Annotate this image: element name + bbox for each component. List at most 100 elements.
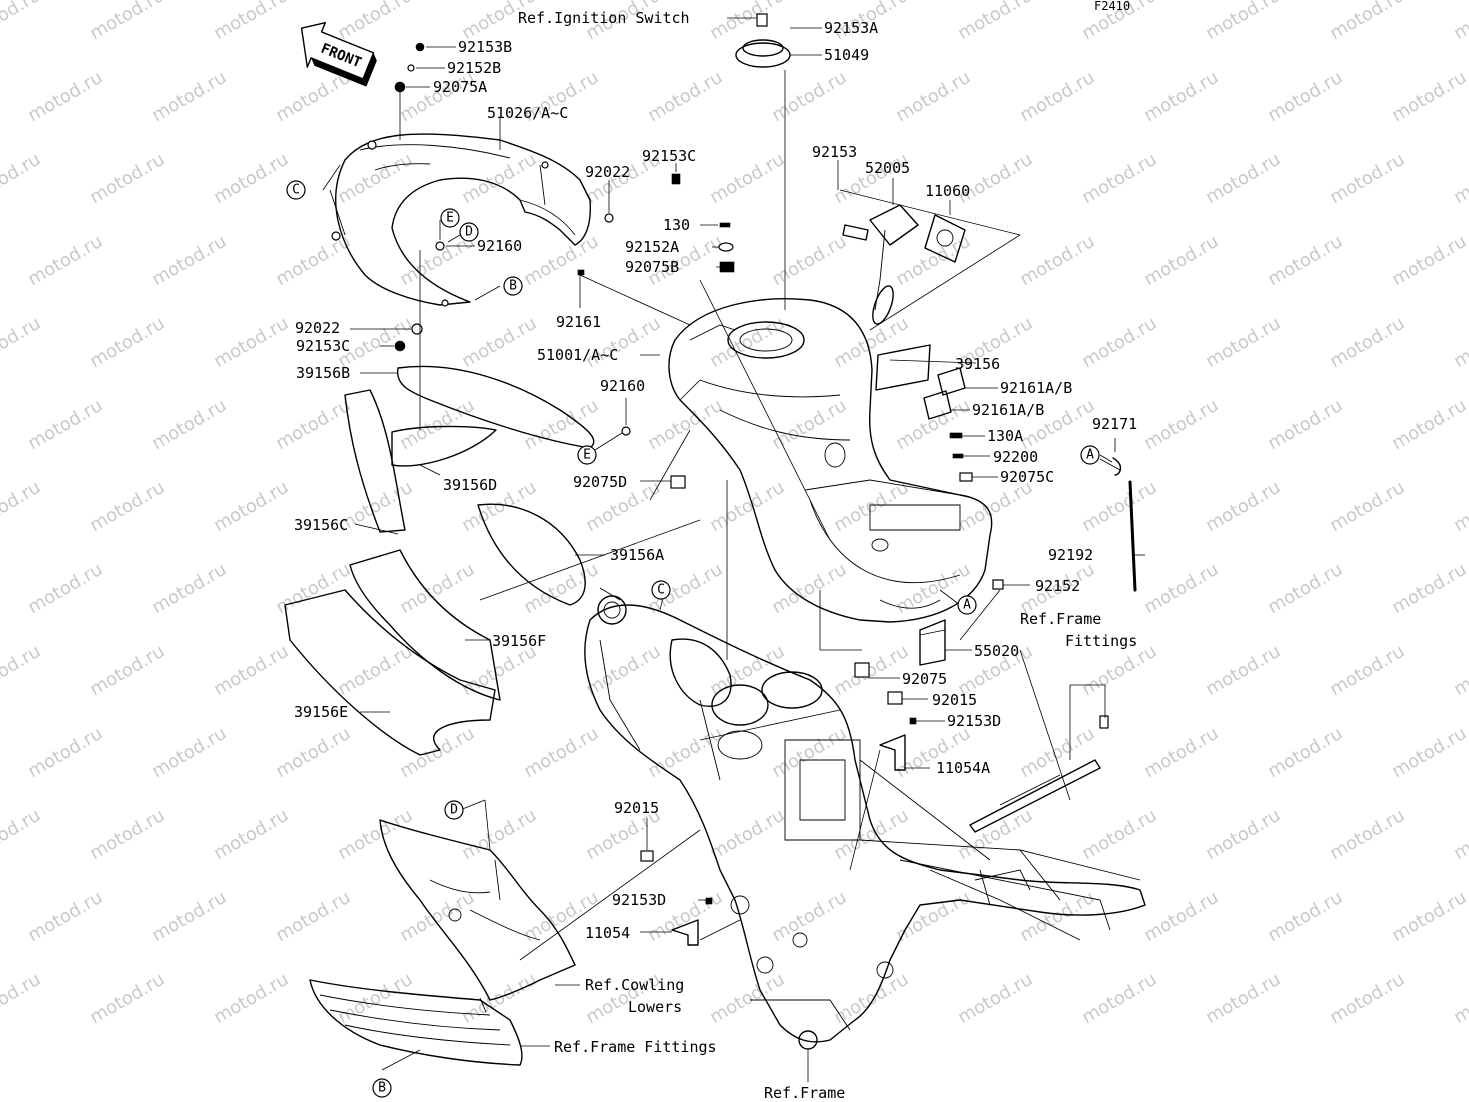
watermark-text: motod.ru: [24, 67, 106, 126]
watermark-text: motod.ru: [892, 395, 974, 454]
label-39156F: 39156F: [492, 632, 546, 650]
watermark-text: motod.ru: [1202, 149, 1284, 208]
watermark-text: motod.ru: [706, 477, 788, 536]
watermark-text: motod.ru: [1450, 0, 1469, 44]
watermark-text: motod.ru: [210, 149, 292, 208]
label-39156E: 39156E: [294, 703, 348, 721]
label-51026: 51026/A~C: [487, 104, 568, 122]
svg-text:B: B: [378, 1081, 386, 1096]
watermark-text: motod.ru: [210, 313, 292, 372]
watermark-text: motod.ru: [1202, 641, 1284, 700]
drain-hose-part: [919, 629, 946, 636]
callout-a-mid: A: [957, 595, 977, 615]
watermark-text: motod.ru: [1326, 0, 1408, 44]
watermark-text: motod.ru: [148, 395, 230, 454]
label-92152: 92152: [1035, 577, 1080, 595]
watermark-text: motod.ru: [86, 149, 168, 208]
label-130: 130: [663, 216, 690, 234]
label-39156B: 39156B: [296, 364, 350, 382]
watermark-text: motod.ru: [0, 0, 44, 44]
watermark-text: motod.ru: [1264, 67, 1346, 126]
watermark-text: motod.ru: [1326, 805, 1408, 864]
watermark-text: motod.ru: [768, 231, 850, 290]
label-92153A: 92153A: [824, 19, 878, 37]
watermark-text: motod.ru: [768, 395, 850, 454]
svg-text:C: C: [657, 583, 665, 598]
label-92152A: 92152A: [625, 238, 679, 256]
upper-fairing-part: [329, 133, 592, 307]
watermark-text: motod.ru: [768, 887, 850, 946]
watermark-text: motod.ru: [210, 969, 292, 1028]
label-39156C: 39156C: [294, 516, 348, 534]
watermark-text: motod.ru: [0, 969, 44, 1028]
watermark-text: motod.ru: [954, 969, 1036, 1028]
watermark-text: motod.ru: [1016, 887, 1098, 946]
watermark-text: motod.ru: [148, 231, 230, 290]
label-ref-cowling-2: Lowers: [628, 998, 682, 1016]
watermark-text: motod.ru: [86, 641, 168, 700]
watermark-text: motod.ru: [1140, 723, 1222, 782]
watermark-text: motod.ru: [706, 969, 788, 1028]
label-92075D: 92075D: [573, 473, 627, 491]
watermark-text: motod.ru: [1326, 641, 1408, 700]
watermark-text: motod.ru: [396, 559, 478, 618]
watermark-text: motod.ru: [520, 395, 602, 454]
watermark-text: motod.ru: [1264, 395, 1346, 454]
label-92161AB-1: 92161A/B: [1000, 379, 1072, 397]
label-92075C: 92075C: [1000, 468, 1054, 486]
watermark-text: motod.ru: [148, 559, 230, 618]
watermark-text: motod.ru: [0, 313, 44, 372]
label-92160-top: 92160: [477, 237, 522, 255]
label-11060: 11060: [925, 182, 970, 200]
label-92152B: 92152B: [447, 59, 501, 77]
watermark-text: motod.ru: [0, 641, 44, 700]
label-92192: 92192: [1048, 546, 1093, 564]
watermark-text: motod.ru: [24, 559, 106, 618]
watermark-text: motod.ru: [334, 641, 416, 700]
watermark-text: motod.ru: [396, 887, 478, 946]
watermark-text: motod.ru: [1264, 887, 1346, 946]
watermark-text: motod.ru: [1016, 231, 1098, 290]
watermark-text: motod.ru: [86, 969, 168, 1028]
watermark-text: motod.ru: [1202, 313, 1284, 372]
label-ref-frame: Ref.Frame: [764, 1084, 845, 1102]
watermark-text: motod.ru: [1326, 969, 1408, 1028]
fuel-pump-part: [842, 204, 966, 325]
label-ref-cowling-1: Ref.Cowling: [585, 976, 684, 994]
watermark-text: motod.ru: [24, 887, 106, 946]
watermark-text: motod.ru: [1140, 67, 1222, 126]
watermark-text: motod.ru: [706, 0, 788, 44]
watermark-text: motod.ru: [892, 887, 974, 946]
label-39156: 39156: [955, 355, 1000, 373]
part-labels: Ref.Ignition Switch 92153A 51049 92153B …: [294, 9, 1137, 1102]
watermark-text: motod.ru: [1078, 313, 1160, 372]
watermark-text: motod.ru: [0, 149, 44, 208]
watermark-text: motod.ru: [1078, 477, 1160, 536]
label-92075: 92075: [902, 670, 947, 688]
label-92153C-mid: 92153C: [296, 337, 350, 355]
label-11054: 11054: [585, 924, 630, 942]
watermark-text: motod.ru: [1264, 723, 1346, 782]
watermark-text: motod.ru: [1016, 67, 1098, 126]
label-92015-top: 92015: [932, 691, 977, 709]
watermark-text: motod.ru: [706, 805, 788, 864]
watermark-text: motod.ru: [396, 395, 478, 454]
watermark-text: motod.ru: [334, 805, 416, 864]
watermark-text: motod.ru: [644, 67, 726, 126]
watermark-text: motod.ru: [768, 723, 850, 782]
svg-text:D: D: [450, 803, 458, 818]
watermark-text: motod.ru: [1078, 805, 1160, 864]
hardware-part: [394, 42, 1137, 946]
watermark-text: motod.ru: [1140, 231, 1222, 290]
watermark-text: motod.ru: [272, 231, 354, 290]
svg-text:A: A: [1086, 448, 1094, 463]
callout-c-top: C: [286, 180, 306, 200]
watermark-text: motod.ru: [520, 723, 602, 782]
watermark-text: motod.ru: [1016, 723, 1098, 782]
label-92015-bot: 92015: [614, 799, 659, 817]
watermark-text: motod.ru: [210, 805, 292, 864]
watermark-text: motod.ru: [86, 313, 168, 372]
callout-b-top: B: [503, 276, 523, 296]
label-52005: 52005: [865, 159, 910, 177]
label-92022-top: 92022: [585, 163, 630, 181]
